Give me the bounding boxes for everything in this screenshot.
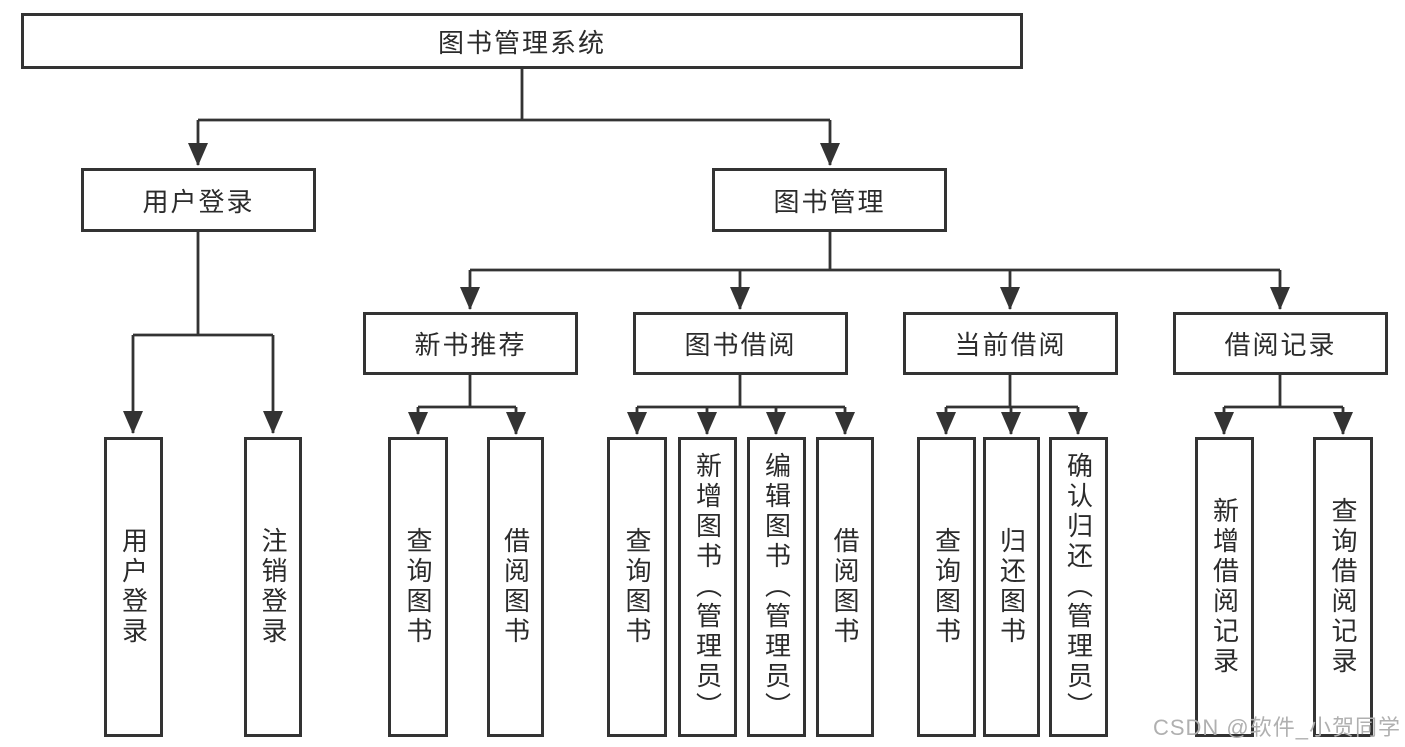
node-root-label: 图书管理系统 — [437, 27, 606, 58]
leaf-label: 新增图书（管理员） — [692, 452, 723, 722]
leaf-query-books-1: 查询图书 — [388, 437, 448, 737]
node-borrow-records: 借阅记录 — [1173, 312, 1388, 375]
leaf-return-books: 归还图书 — [983, 437, 1040, 737]
connector-root-stem — [198, 69, 830, 122]
node-user-login-label: 用户登录 — [142, 186, 255, 217]
node-borrow-records-label: 借阅记录 — [1224, 330, 1337, 360]
node-book-borrow: 图书借阅 — [633, 312, 848, 375]
connector-userlogin-stem — [133, 232, 273, 337]
leaf-query-borrow-record: 查询借阅记录 — [1313, 437, 1373, 737]
node-book-management: 图书管理 — [712, 168, 947, 232]
leaf-label: 查询图书 — [622, 527, 652, 647]
leaf-confirm-return-admin: 确认归还（管理员） — [1049, 437, 1108, 737]
connector-records-stem — [1224, 375, 1343, 409]
leaf-borrow-books-2: 借阅图书 — [816, 437, 874, 737]
node-new-book-recommend: 新书推荐 — [363, 312, 578, 375]
node-new-book-recommend-label: 新书推荐 — [414, 330, 527, 360]
leaf-edit-books-admin: 编辑图书（管理员） — [747, 437, 806, 737]
leaf-label: 编辑图书（管理员） — [761, 452, 792, 722]
leaf-label: 新增借阅记录 — [1209, 497, 1240, 677]
leaf-label: 用户登录 — [118, 527, 149, 647]
leaf-label: 查询借阅记录 — [1328, 497, 1358, 677]
leaf-label: 借阅图书 — [500, 527, 531, 647]
leaf-add-borrow-record: 新增借阅记录 — [1195, 437, 1254, 737]
node-current-borrow-label: 当前借阅 — [954, 330, 1067, 360]
leaf-label: 确认归还（管理员） — [1063, 452, 1094, 722]
node-root: 图书管理系统 — [21, 13, 1023, 69]
connector-currentborrow-stem — [946, 375, 1078, 409]
leaf-borrow-books-1: 借阅图书 — [487, 437, 544, 737]
leaf-label: 归还图书 — [996, 527, 1027, 647]
leaf-logout: 注销登录 — [244, 437, 302, 737]
leaf-label: 查询图书 — [403, 527, 433, 647]
node-current-borrow: 当前借阅 — [903, 312, 1118, 375]
leaf-query-books-3: 查询图书 — [917, 437, 976, 737]
leaf-label: 借阅图书 — [830, 527, 860, 647]
connector-newbook-stem — [418, 375, 516, 409]
leaf-user-login: 用户登录 — [104, 437, 163, 737]
node-user-login: 用户登录 — [81, 168, 316, 232]
leaf-add-books-admin: 新增图书（管理员） — [678, 437, 737, 737]
leaf-query-books-2: 查询图书 — [607, 437, 667, 737]
watermark: CSDN @软件_小贺同学 — [1152, 715, 1401, 740]
node-book-management-label: 图书管理 — [773, 186, 886, 217]
connector-bookmgmt-stem — [470, 232, 1280, 272]
node-book-borrow-label: 图书借阅 — [684, 330, 797, 360]
leaf-label: 查询图书 — [931, 527, 962, 647]
leaf-label: 注销登录 — [258, 527, 288, 647]
connector-bookborrow-stem — [637, 375, 845, 409]
